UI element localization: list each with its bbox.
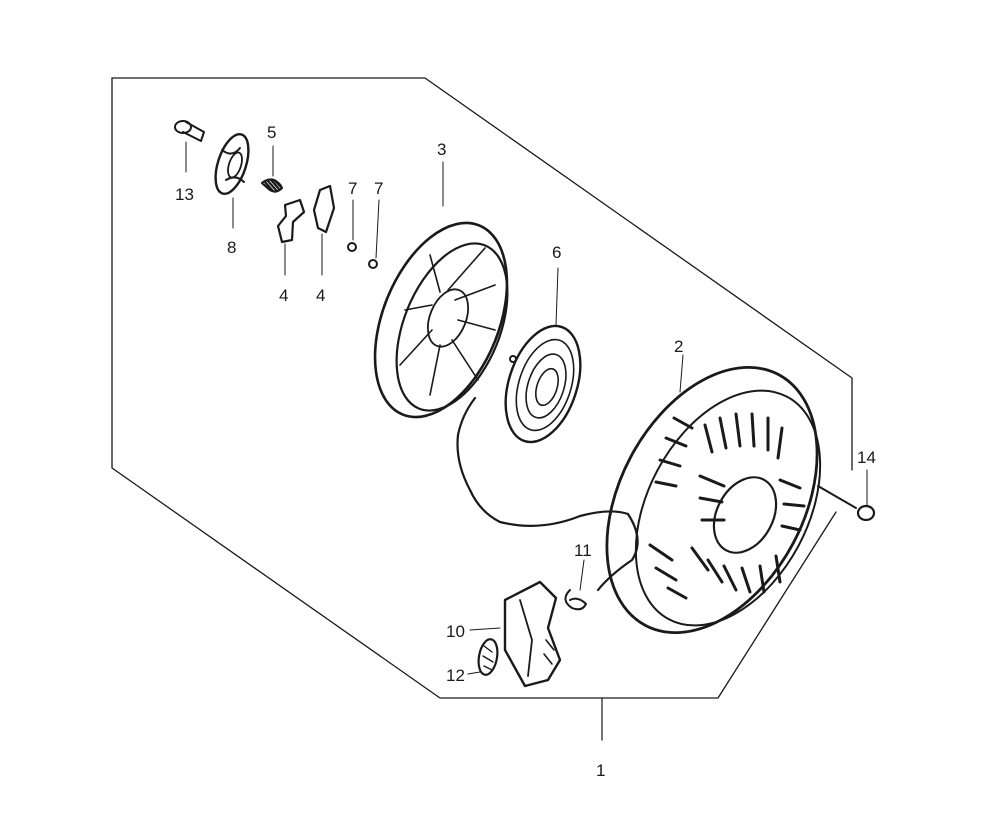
callout-12: 12	[446, 666, 465, 685]
callout-13: 13	[175, 185, 194, 204]
part-7-fasteners	[347, 199, 380, 269]
callout-labels: 1 2 3 4 4 5 6 7 7 8 10 11 12 13 14	[175, 123, 876, 780]
part-10-starter-grip	[469, 580, 562, 688]
callout-5: 5	[267, 123, 276, 142]
callout-14: 14	[857, 448, 876, 467]
callout-10: 10	[446, 622, 465, 641]
part-8-ratchet-plate	[214, 133, 250, 229]
part-3-reel	[373, 161, 509, 419]
part-11-rope-clip	[564, 559, 587, 611]
assembly-outline	[111, 77, 853, 741]
callout-3: 3	[437, 140, 446, 159]
starter-rope	[456, 396, 630, 527]
callout-11: 11	[574, 541, 592, 560]
callout-6: 6	[552, 243, 561, 262]
part-6-recoil-spring	[504, 267, 582, 444]
part-4-pawl-right	[312, 184, 336, 276]
callout-8: 8	[227, 238, 236, 257]
part-4-pawl-left	[276, 198, 306, 276]
part-14-bolt	[817, 469, 876, 522]
callout-2: 2	[674, 337, 683, 356]
part-2-starter-case	[605, 354, 822, 635]
starter-rope-lower	[596, 512, 639, 592]
part-5-spring	[260, 145, 284, 193]
callout-7-left: 7	[348, 179, 357, 198]
callout-4-left: 4	[279, 286, 288, 305]
part-12-grip-insert	[467, 638, 499, 676]
part-13-bolt	[174, 120, 205, 173]
callout-1: 1	[596, 761, 605, 780]
callout-7-right: 7	[374, 179, 383, 198]
callout-4-right: 4	[316, 286, 325, 305]
